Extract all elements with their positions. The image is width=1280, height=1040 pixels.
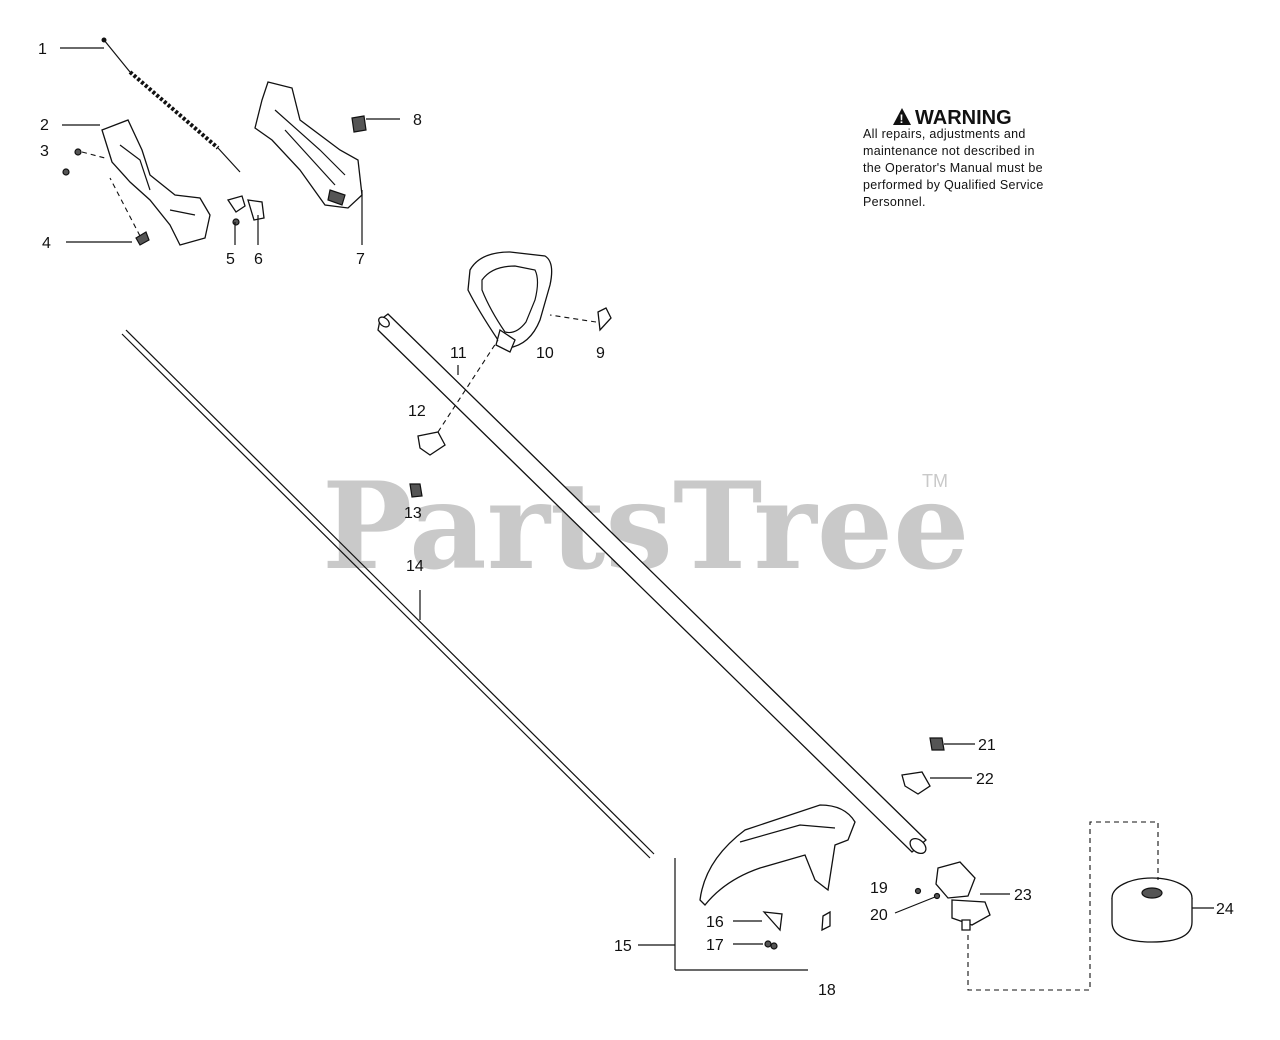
callout-1: 1: [38, 41, 47, 58]
callout-13: 13: [404, 505, 422, 522]
part-4-screw: [109, 177, 150, 246]
warning-line-5: Personnel.: [863, 195, 926, 209]
callout-numbers: 1 2 3 4 5 6 7 8 9 10 11 12 13 14 15 16 1…: [38, 41, 1234, 999]
warning-triangle-icon: [893, 108, 911, 125]
part-17-screws: [733, 940, 778, 950]
callout-19: 19: [870, 880, 888, 897]
callout-24: 24: [1216, 901, 1234, 918]
callout-10: 10: [536, 345, 554, 362]
part-9-bolt: [549, 307, 612, 332]
callout-18: 18: [818, 982, 836, 999]
callout-16: 16: [706, 914, 724, 931]
callout-4: 4: [42, 235, 51, 252]
watermark-trademark: TM: [922, 471, 948, 491]
warning-notice: ! WARNING All repairs, adjustments and m…: [863, 107, 1044, 209]
part-11-shaft-tube: [377, 313, 927, 855]
callout-21: 21: [978, 737, 996, 754]
part-10-loop-handle: [467, 251, 553, 353]
callout-12: 12: [408, 403, 426, 420]
part-12-clamp: [417, 339, 499, 456]
warning-line-3: the Operator's Manual must be: [863, 161, 1043, 175]
callout-11: 11: [450, 345, 467, 362]
callout-15: 15: [614, 938, 632, 955]
warning-exclamation-icon: !: [900, 112, 904, 126]
callout-7: 7: [356, 251, 365, 268]
part-21-screw: [929, 737, 975, 751]
callout-6: 6: [254, 251, 263, 268]
part-19-washer: [914, 887, 922, 895]
part-7-handle: [254, 81, 363, 209]
part-6-bracket: [247, 199, 265, 221]
warning-line-4: performed by Qualified Service: [863, 178, 1044, 192]
callout-9: 9: [596, 345, 605, 362]
part-3-screws: [62, 148, 106, 176]
part-15-guard: [638, 804, 856, 971]
callout-2: 2: [40, 117, 49, 134]
callout-14: 14: [406, 558, 424, 575]
callout-20: 20: [870, 907, 888, 924]
part-23-gearhead: [935, 861, 1010, 931]
leader-lines: [60, 47, 459, 620]
part-18-screw: [821, 910, 831, 932]
part-1-throttle-cable: [101, 37, 241, 173]
part-24-trimmer-head: [1111, 877, 1214, 943]
callout-8: 8: [413, 112, 422, 129]
part-22-clamp: [901, 771, 972, 795]
part-13-screw: [409, 483, 423, 498]
warning-line-2: maintenance not described in: [863, 144, 1035, 158]
callout-23: 23: [1014, 887, 1032, 904]
part-2-housing: [101, 119, 211, 246]
assembly-guides: [967, 821, 1159, 991]
part-20-pin: [894, 892, 941, 914]
callout-22: 22: [976, 771, 994, 788]
callout-17: 17: [706, 937, 724, 954]
part-5-clip: [226, 195, 246, 226]
part-16-plate: [733, 911, 783, 932]
part-8-switch: [351, 115, 367, 133]
warning-line-1: All repairs, adjustments and: [863, 127, 1026, 141]
callout-3: 3: [40, 143, 49, 160]
part-14-drive-shaft: [121, 329, 655, 859]
callout-5: 5: [226, 251, 235, 268]
warning-title: WARNING: [915, 107, 1012, 129]
